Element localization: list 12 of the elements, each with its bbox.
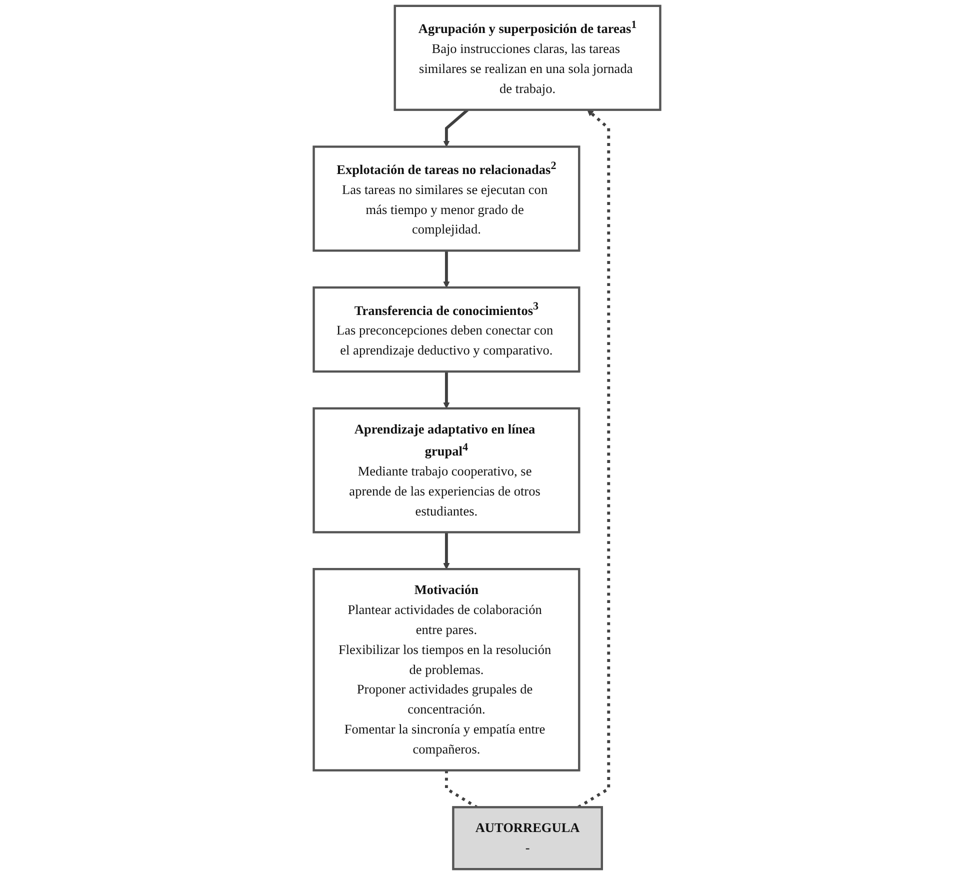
node-box: Explotación de tareas no relacionadas$^{2}$ Las tareas no similares se ejecutan con más tiempo y menor grado de complejidad. xyxy=(312,146,580,252)
node-box: Aprendizaje adaptativo en línea grupal$^{4}$ Mediante trabajo cooperativo, se aprende de las experiencias de otros estudiantes. xyxy=(312,407,580,534)
arrow xyxy=(443,108,469,147)
node-box: AUTORREGULA - xyxy=(452,806,603,870)
connector xyxy=(444,770,478,808)
arrow xyxy=(443,532,450,570)
node-box: Motivación Plantear actividades de colaboración entre pares. Flexibilizar los tiempos en la resolución de problemas. Proponer actividades grupales de concentración. Fomentar la sincronía y empatía entre compañeros. xyxy=(312,568,580,772)
arrow xyxy=(443,372,450,409)
node-box: Transferencia de conocimientos$^{3}$ Las preconcepciones deben conectar con el aprendizaje deductivo y comparativo. xyxy=(312,286,580,373)
node-box: Agrupación y superposición de tareas$^{1}$ Bajo instrucciones claras, las tareas similares se realizan en una sola jornada de trabajo. xyxy=(394,4,662,111)
arrow xyxy=(578,110,610,808)
arrow xyxy=(443,250,450,288)
